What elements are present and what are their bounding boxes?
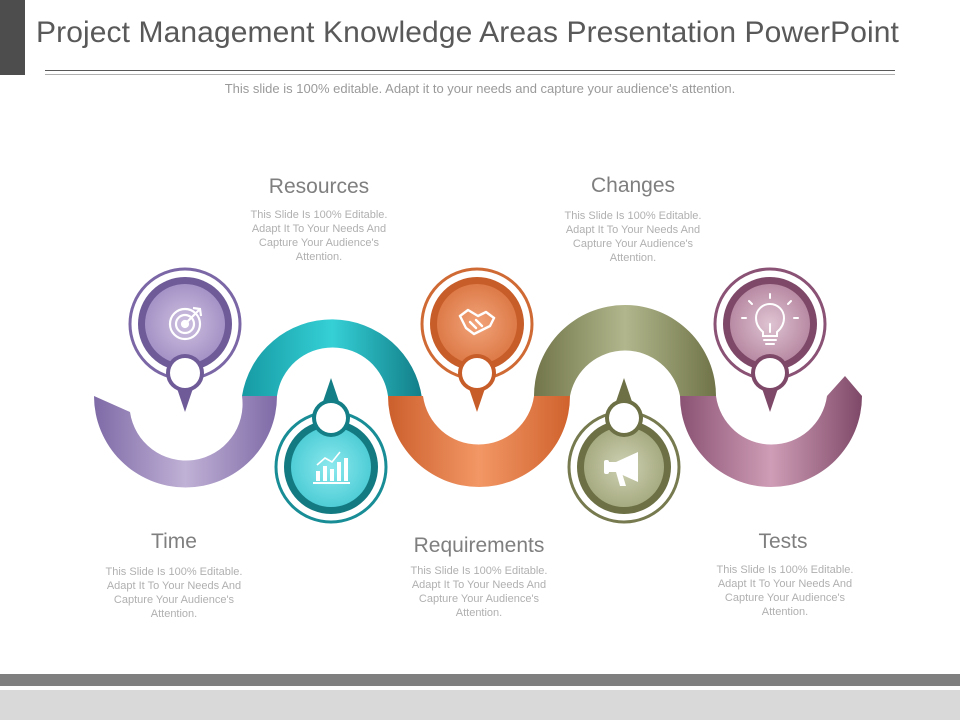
pin-time xyxy=(128,267,242,412)
slide-subtitle: This slide is 100% editable. Adapt it to… xyxy=(224,81,736,96)
label-tests: Tests xyxy=(758,530,808,553)
wave-segment-resources xyxy=(242,319,422,416)
desc-requirements: This Slide Is 100% Editable. Adapt It To… xyxy=(410,565,548,619)
desc-tests: This Slide Is 100% Editable. Adapt It To… xyxy=(716,564,854,618)
pin-resources xyxy=(274,378,388,524)
desc-resources: This Slide Is 100% Editable. Adapt It To… xyxy=(250,209,388,263)
pin-tests xyxy=(713,267,827,412)
label-time: Time xyxy=(151,530,197,553)
label-changes: Changes xyxy=(590,174,676,197)
desc-changes: This Slide Is 100% Editable. Adapt It To… xyxy=(564,210,702,264)
title-divider-secondary xyxy=(45,74,895,75)
handshake-icon xyxy=(458,308,496,336)
title-divider xyxy=(45,70,895,71)
footer-band xyxy=(0,690,960,720)
desc-time: This Slide Is 100% Editable. Adapt It To… xyxy=(105,566,243,620)
label-resources: Resources xyxy=(268,175,370,198)
pin-changes xyxy=(567,378,681,524)
megaphone-icon xyxy=(604,452,638,486)
wave-segment-requirements xyxy=(388,378,570,487)
wave-segment-tests xyxy=(680,376,862,487)
slide-title: Project Management Knowledge Areas Prese… xyxy=(36,16,899,49)
title-accent-bar xyxy=(0,0,25,75)
lightbulb-icon xyxy=(741,293,799,345)
target-icon xyxy=(168,306,203,341)
pin-requirements xyxy=(420,267,534,412)
footer-bar xyxy=(0,674,960,686)
label-requirements: Requirements xyxy=(413,534,545,557)
bar-chart-icon xyxy=(313,451,350,484)
wave-segment-changes xyxy=(534,305,716,396)
wave-segment-time xyxy=(94,396,277,488)
